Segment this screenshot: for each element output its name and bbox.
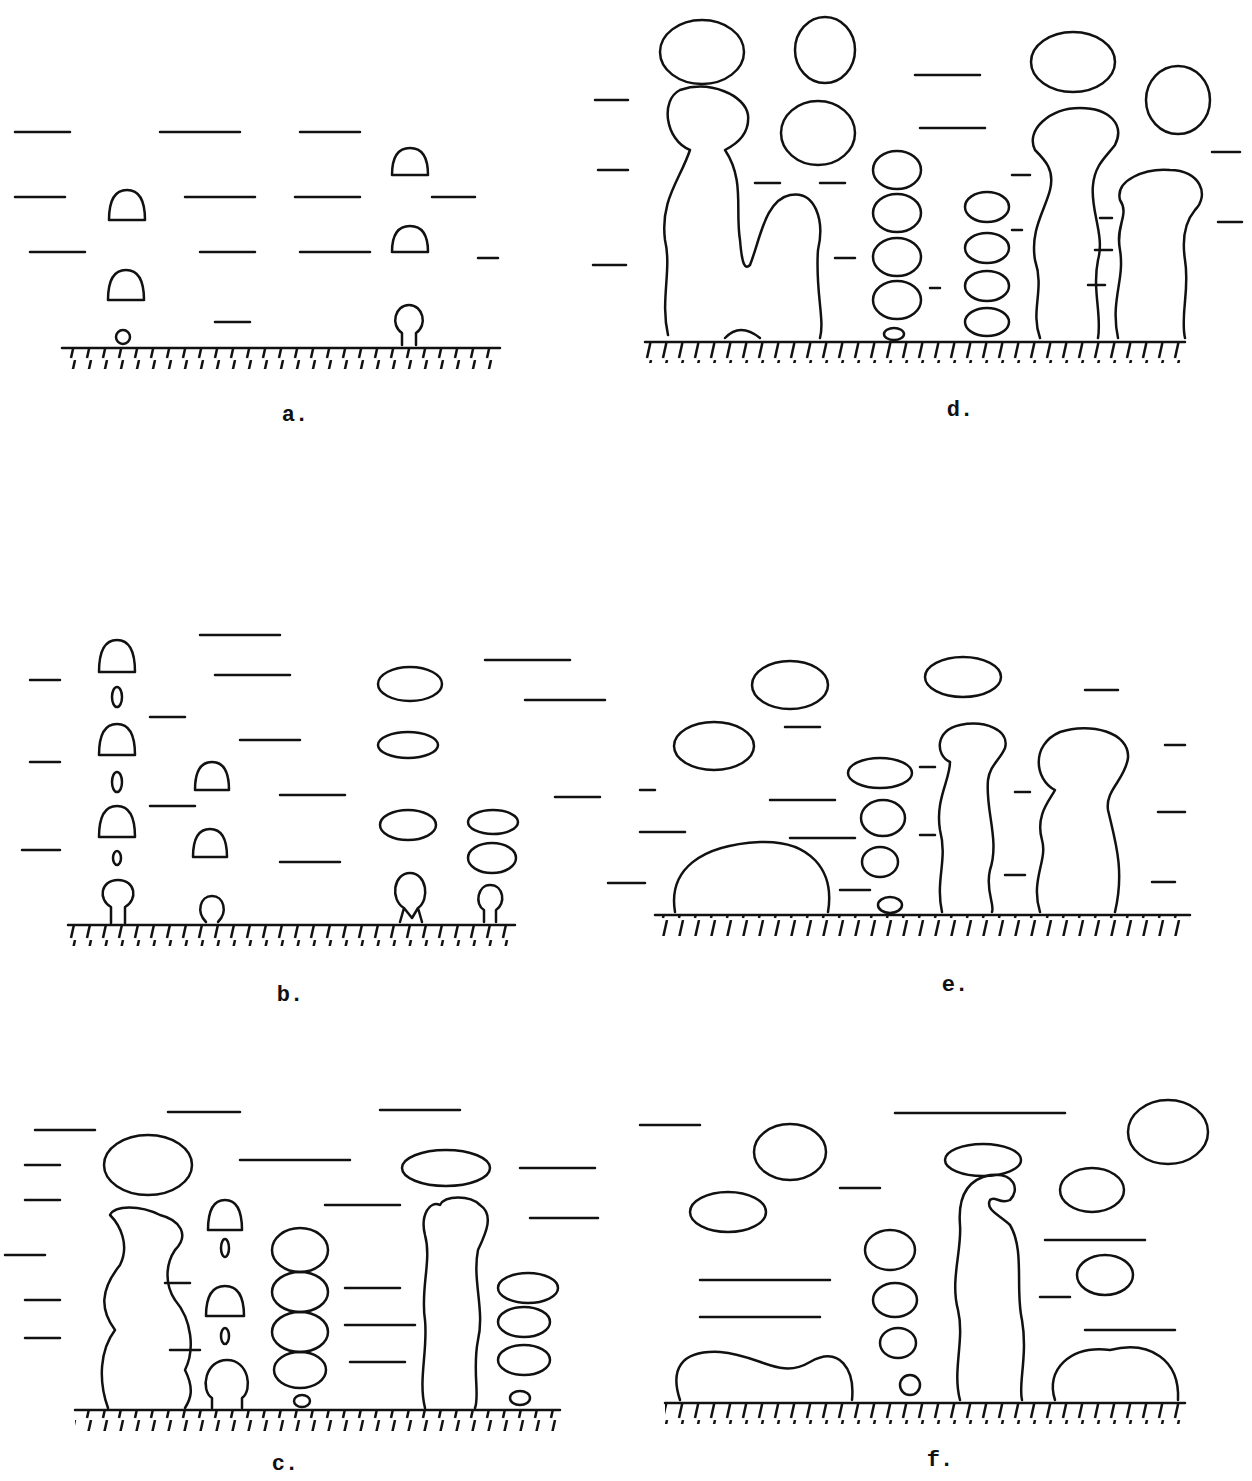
panel-label: b. (277, 983, 303, 1008)
panel-e-dashes (608, 690, 1185, 890)
panel-label: f. (927, 1448, 953, 1473)
panel-c-bubbles (102, 1135, 558, 1408)
ground-hatching (62, 343, 1190, 1431)
panel-d-bubbles (660, 17, 1210, 340)
ground (62, 342, 1190, 1410)
panel-a-dashes (15, 132, 498, 322)
panel-c-dashes (5, 1110, 598, 1362)
panel-label: a. (282, 403, 308, 428)
panel-f-bubbles (676, 1100, 1208, 1400)
panel-b-dashes (22, 635, 605, 862)
panel-label: c. (272, 1452, 298, 1477)
panel-e-bubbles (674, 657, 1128, 913)
panel-a-bubbles (108, 148, 428, 345)
panel-d-dashes (593, 75, 1242, 288)
panel-label: e. (942, 973, 968, 998)
panel-f-dashes (640, 1113, 1175, 1330)
panel-b-bubbles (99, 640, 518, 923)
panel-label: d. (947, 398, 973, 423)
